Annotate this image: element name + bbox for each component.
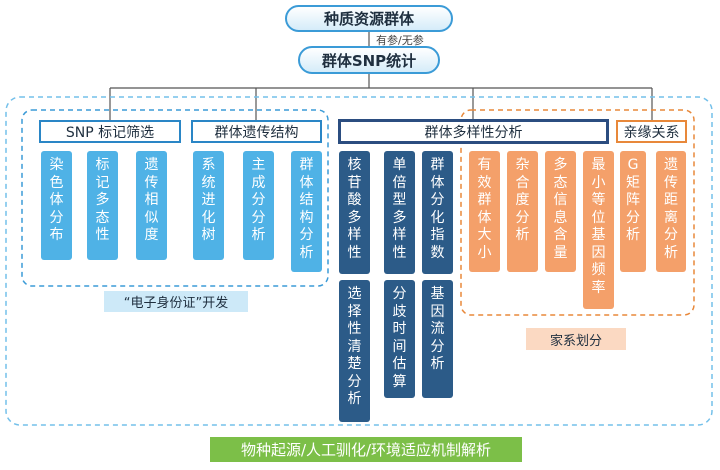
analysis-item-5: 群体结构分析 [291,151,322,272]
analysis-item-7: 单倍型多样性 [384,151,415,274]
family-division-text: 家系划分 [549,333,602,349]
header-kinship: 亲缘关系 [616,120,687,143]
analysis-item-13: 杂合度分析 [507,151,538,272]
family-division-label: 家系划分 [526,328,626,350]
analysis-item-8: 群体分化指数 [422,151,453,274]
identity-card-label: “电子身份证”开发 [104,291,248,312]
analysis-item-6: 核苷酸多样性 [339,151,370,274]
analysis-item-10: 分歧时间估算 [384,280,415,398]
root-label: 种质资源群体 [323,10,414,28]
edge-label: 有参/无参 [376,34,424,47]
footer-banner: 物种起源/人工驯化/环境适应机制解析 [210,437,522,462]
analysis-item-15: 最小等位基因频率 [583,151,614,309]
header-population-structure: 群体遗传结构 [191,120,322,143]
analysis-item-4: 主成分分析 [243,151,274,260]
root-node: 种质资源群体 [285,5,453,32]
footer-text: 物种起源/人工驯化/环境适应机制解析 [240,441,492,459]
snp-stats-node: 群体SNP统计 [298,46,440,74]
analysis-item-17: 遗传距离分析 [656,151,686,272]
header-snp-screening: SNP 标记筛选 [39,120,181,143]
analysis-item-12: 有效群体大小 [469,151,500,272]
header-snp-screening-label: SNP 标记筛选 [65,124,155,141]
snp-stats-label: 群体SNP统计 [321,51,417,70]
analysis-item-1: 标记多态性 [87,151,118,260]
analysis-item-3: 系统进化树 [193,151,224,260]
header-diversity-analysis-label: 群体多样性分析 [424,124,523,141]
analysis-item-0: 染色体分布 [41,151,72,260]
analysis-item-9: 选择性清楚分析 [339,280,370,422]
header-population-structure-label: 群体遗传结构 [214,124,299,141]
analysis-item-11: 基因流分析 [422,280,453,398]
identity-card-text: “电子身份证”开发 [123,296,229,311]
header-kinship-label: 亲缘关系 [623,124,680,141]
analysis-item-2: 遗传相似度 [136,151,167,260]
header-diversity-analysis: 群体多样性分析 [338,119,609,144]
analysis-item-14: 多态信息含量 [545,151,576,272]
